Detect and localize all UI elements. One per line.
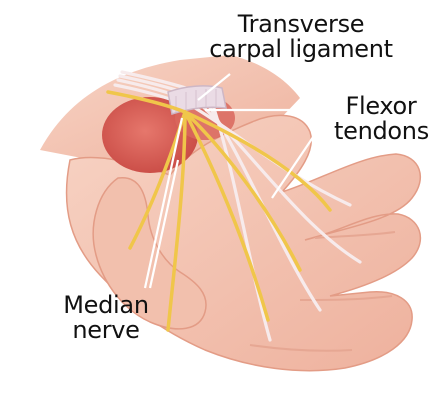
nerve-label-line-2: nerve	[60, 318, 152, 343]
ligament-label-line-1: Transverse	[192, 12, 410, 37]
transverse-carpal-ligament-label: Transverse carpal ligament	[192, 12, 410, 62]
ligament-label-line-2: carpal ligament	[192, 37, 410, 62]
tendons-label-line-2: tendons	[334, 119, 428, 144]
median-nerve-label: Median nerve	[60, 293, 152, 343]
tendons-label-line-1: Flexor	[334, 94, 428, 119]
flexor-tendons-label: Flexor tendons	[334, 94, 428, 144]
nerve-label-line-1: Median	[60, 293, 152, 318]
